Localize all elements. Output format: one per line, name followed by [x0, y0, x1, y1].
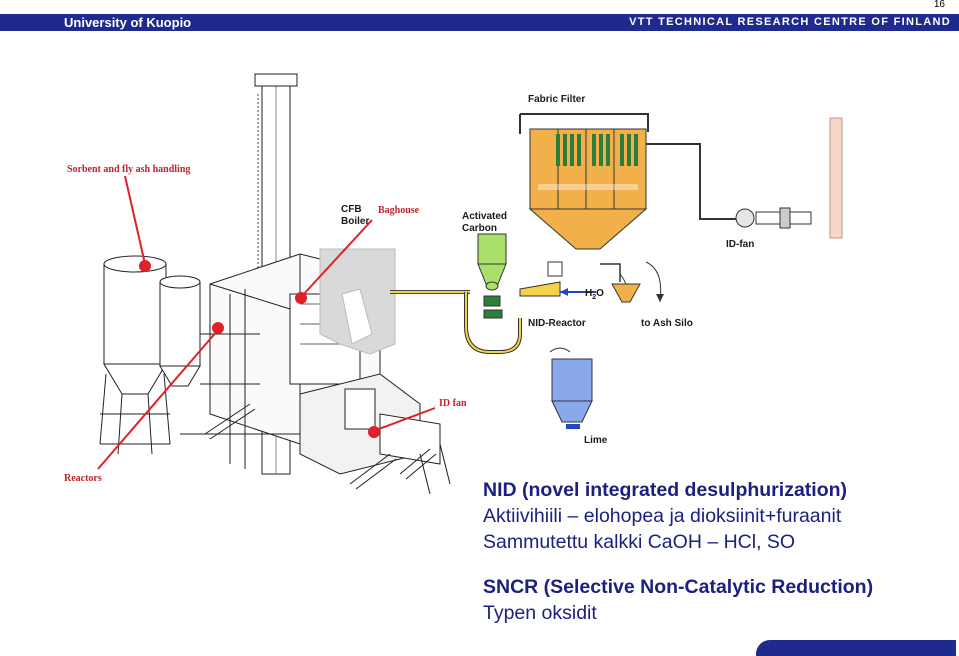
sncr-title: SNCR (Selective Non-Catalytic Reduction)	[483, 576, 874, 598]
label-fabric-filter: Fabric Filter	[528, 94, 585, 105]
label-h2o: H2O	[585, 288, 604, 301]
footer-bar	[756, 640, 956, 656]
nid-title: NID (novel integrated desulphurization)	[483, 479, 848, 501]
description-text: NID (novel integrated desulphurization) …	[483, 477, 873, 626]
label-baghouse: Baghouse	[378, 205, 420, 216]
label-cfb-2: Boiler	[341, 216, 369, 227]
label-activated-2: Carbon	[462, 223, 497, 234]
label-id-fan-left: ID fan	[439, 398, 467, 409]
nitrogen-oxides-line: Typen oksidit	[483, 602, 597, 624]
label-reactors: Reactors	[64, 473, 102, 484]
red-pointers	[97, 175, 436, 470]
label-ash-silo: to Ash Silo	[641, 318, 693, 329]
label-lime: Lime	[584, 435, 608, 446]
slaked-lime-line: Sammutettu kalkki CaOH – HCl, SO	[483, 531, 796, 553]
label-nid-reactor: NID-Reactor	[528, 318, 586, 329]
label-activated-1: Activated	[462, 211, 507, 222]
label-sorbent: Sorbent and fly ash handling	[67, 164, 190, 175]
nid-schematic	[390, 113, 843, 429]
header-vtt: VTT TECHNICAL RESEARCH CENTRE OF FINLAND	[629, 16, 951, 28]
header-bar	[0, 14, 959, 31]
slide-number: 16	[933, 0, 945, 10]
header-university: University of Kuopio	[64, 15, 192, 30]
label-cfb-1: CFB	[341, 204, 362, 215]
activated-carbon-line: Aktiivihiili – elohopea ja dioksiinit+fu…	[483, 505, 842, 527]
plant-diagram: Sorbent and fly ash handling CFB Boiler …	[64, 73, 843, 494]
label-id-fan-right: ID-fan	[726, 239, 754, 250]
power-plant-drawing	[99, 73, 451, 494]
